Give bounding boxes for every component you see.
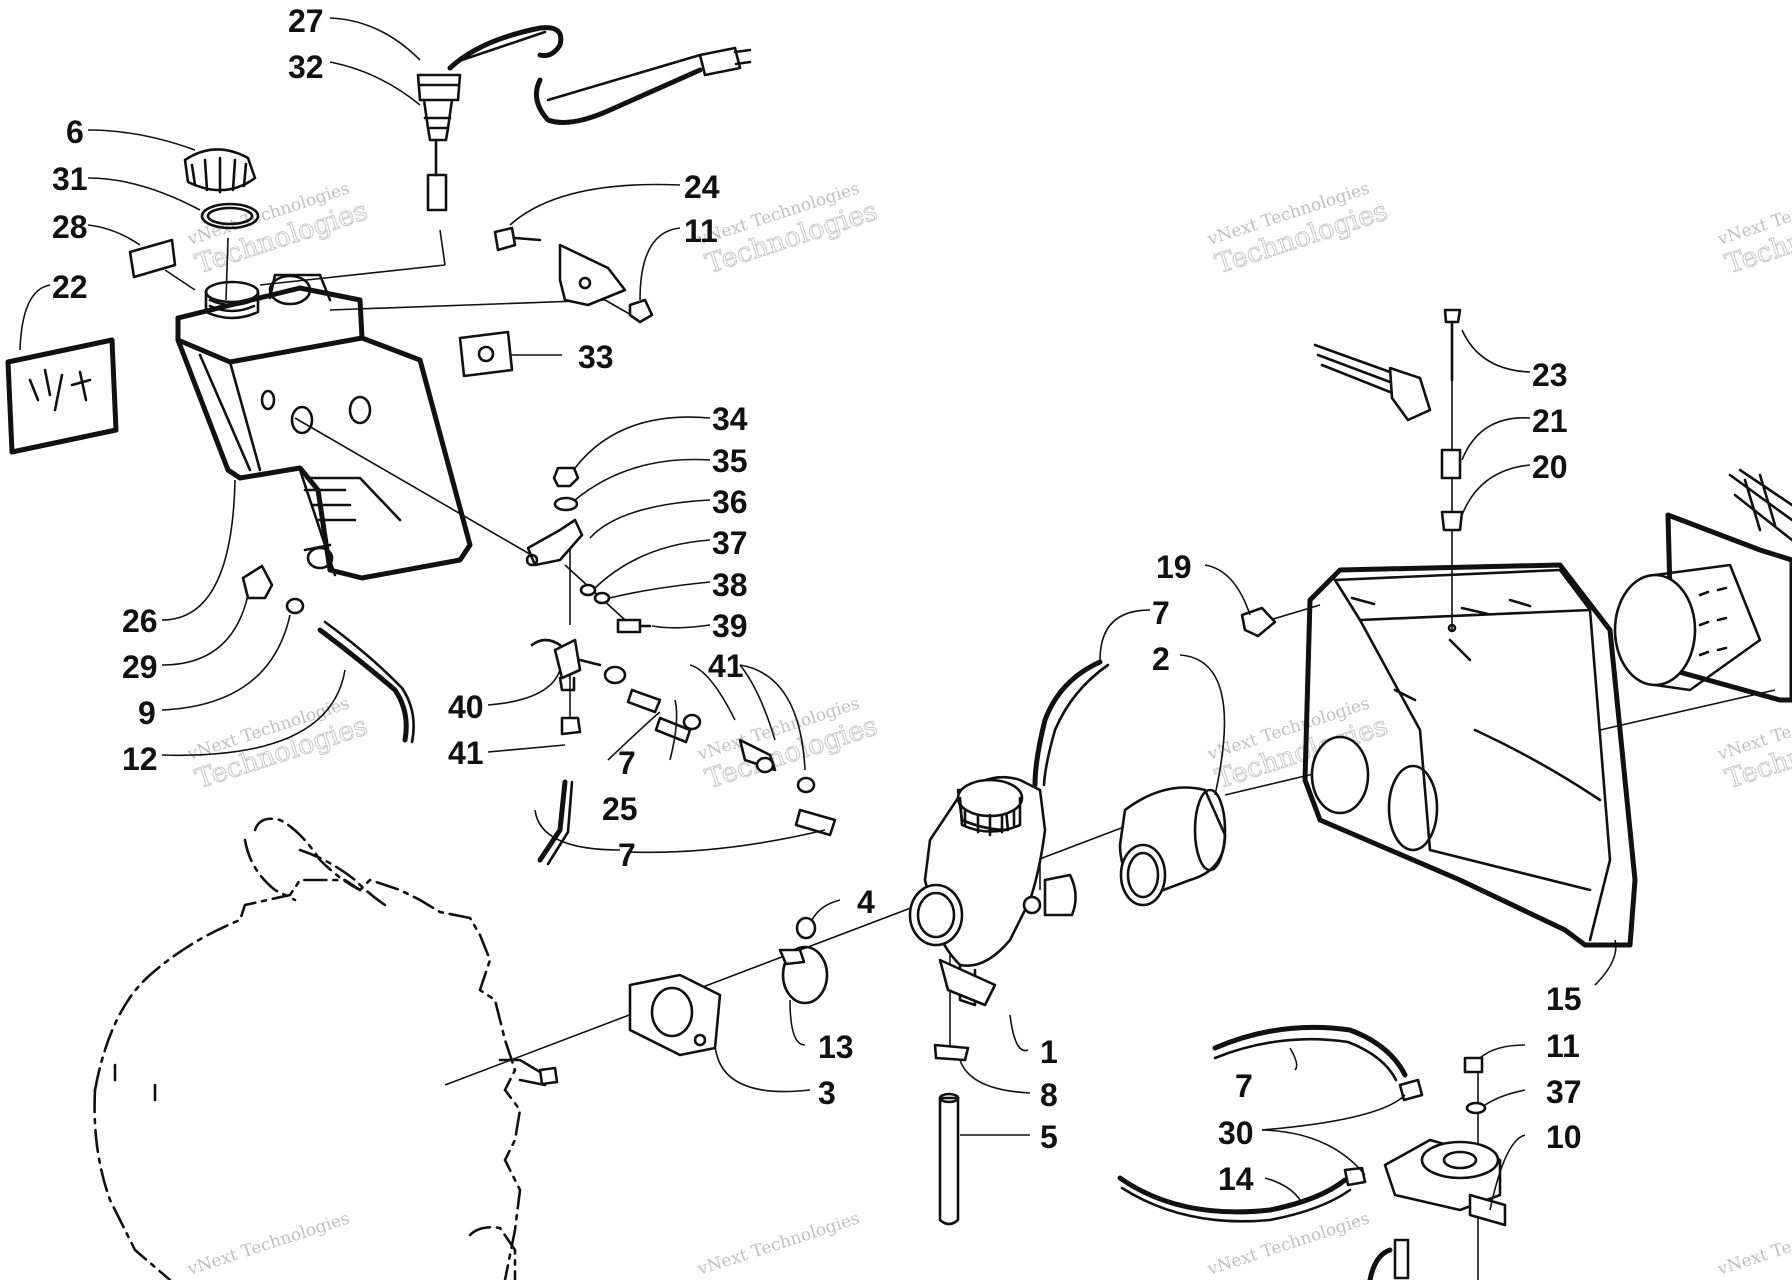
- callout-label: 35: [712, 443, 748, 479]
- callout-label: 19: [1156, 549, 1192, 585]
- engine-outline: [93, 817, 559, 1280]
- vent-hose: [1032, 659, 1110, 788]
- pump-hoses: [1117, 1024, 1408, 1280]
- callout-label: 32: [288, 49, 324, 85]
- decal-22: [5, 337, 119, 455]
- air-box: [1302, 562, 1638, 948]
- callout-label: 7: [618, 837, 636, 873]
- callout-label: 41: [448, 735, 484, 771]
- watermark: vNext Technologies: [1714, 1209, 1792, 1280]
- callout-label: 11: [684, 213, 718, 249]
- callout-label: 2: [1152, 641, 1170, 677]
- clamp-4: [795, 916, 817, 940]
- callout-label: 14: [1218, 1161, 1254, 1197]
- intake-boot: [1118, 786, 1227, 907]
- callout-label: 1: [1040, 1034, 1058, 1070]
- callout-label: 25: [602, 791, 638, 827]
- callout-label: 36: [712, 484, 748, 520]
- callout-label: 7: [1152, 595, 1170, 631]
- callout-label: 28: [52, 209, 88, 245]
- callout-label: 20: [1532, 449, 1568, 485]
- callout-label: 8: [1040, 1077, 1058, 1113]
- callout-label: 7: [618, 745, 636, 781]
- watermark: vNext Technologies: [184, 1209, 352, 1280]
- callout-label: 4: [857, 884, 875, 920]
- callout-label: 29: [122, 649, 158, 685]
- callout-label: 39: [712, 608, 748, 644]
- leader-lines: [19, 17, 1617, 1211]
- hardware-stack: [525, 466, 652, 634]
- callout-label: 3: [818, 1075, 836, 1111]
- tank-elbow-hose: [241, 564, 415, 744]
- callout-label: 7: [1235, 1068, 1253, 1104]
- callout-label: 9: [138, 695, 156, 731]
- callout-label: 15: [1546, 981, 1582, 1017]
- callout-label: 23: [1532, 357, 1568, 393]
- callout-label: 34: [712, 401, 748, 437]
- watermark: vNext Technologies: [694, 1209, 862, 1280]
- callout-label: 10: [1546, 1119, 1582, 1155]
- callout-label: 33: [578, 339, 614, 375]
- intake-flange: [628, 973, 722, 1057]
- callout-label: 5: [1040, 1119, 1058, 1155]
- callout-label: 21: [1532, 403, 1568, 439]
- fuel-valve: [530, 638, 837, 866]
- callout-label: 37: [1546, 1074, 1582, 1110]
- watermark: vNext Technologies: [1204, 1209, 1372, 1280]
- oil-tank: [175, 273, 473, 581]
- callout-label: 26: [122, 603, 158, 639]
- callout-label: 38: [712, 567, 748, 603]
- callout-label: 6: [66, 114, 84, 150]
- oil-level-sensor: [416, 25, 752, 212]
- callout-label: 13: [818, 1029, 854, 1065]
- clamp-13: [778, 945, 829, 1005]
- callout-label: 12: [122, 741, 158, 777]
- callout-label: 31: [52, 161, 88, 197]
- callout-label: 41: [708, 648, 744, 684]
- callout-label: 11: [1546, 1028, 1580, 1064]
- air-silencer: [1613, 468, 1792, 703]
- drain-hose: [933, 1043, 970, 1226]
- callout-label: 27: [288, 3, 324, 39]
- decal-28: [128, 238, 177, 279]
- mount-bracket: [458, 226, 654, 378]
- callout-label: 30: [1218, 1115, 1254, 1151]
- clip-19: [1240, 606, 1277, 638]
- callout-label: 24: [684, 169, 720, 205]
- callout-labels: 27 32 6 31 28 22 24 11 33 34 35 36 37 38…: [52, 3, 1582, 1197]
- carburetor: [908, 775, 1077, 1007]
- temp-sensor: [1313, 308, 1464, 532]
- callout-label: 22: [52, 269, 88, 305]
- callout-label: 40: [448, 689, 484, 725]
- fuel-pump: [1343, 1056, 1507, 1280]
- tank-cap: [183, 148, 260, 230]
- callout-label: 37: [712, 525, 748, 561]
